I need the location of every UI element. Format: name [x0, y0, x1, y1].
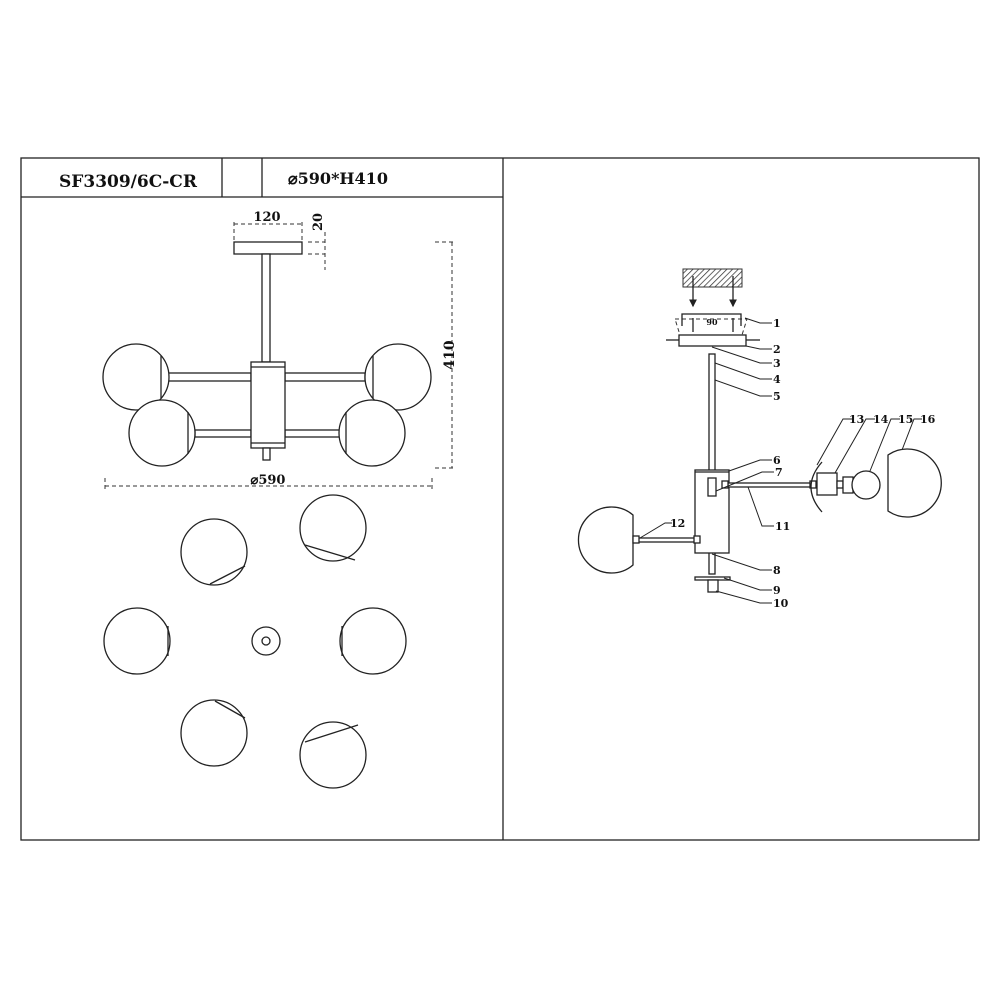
- part-label-4: 4: [773, 373, 781, 386]
- bottom-view: [103, 494, 407, 789]
- part-label-6: 6: [773, 454, 781, 467]
- part-label-3: 3: [773, 357, 781, 370]
- part-label-15: 15: [898, 413, 913, 426]
- part-label-13: 13: [849, 413, 864, 426]
- part-label-11: 11: [775, 520, 790, 533]
- dim-diameter: ⌀590: [251, 473, 286, 488]
- part-label-14: 14: [873, 413, 889, 426]
- part-label-16: 16: [920, 413, 936, 426]
- dimension-lines: [104, 222, 455, 490]
- part-label-5: 5: [773, 390, 781, 403]
- mount-spacing-label: 90: [706, 317, 718, 327]
- dim-height: 410: [442, 340, 458, 369]
- part-label-9: 9: [773, 584, 781, 597]
- part-label-2: 2: [773, 343, 781, 356]
- drawing-frame: [20, 157, 980, 841]
- part-label-10: 10: [773, 597, 789, 610]
- part-label-8: 8: [773, 564, 781, 577]
- overall-dimensions: ⌀590*H410: [288, 169, 388, 188]
- exploded-view: [577, 268, 942, 604]
- part-label-1: 1: [773, 317, 781, 330]
- dim-canopy-width: 120: [253, 210, 280, 225]
- part-label-12: 12: [670, 517, 685, 530]
- part-labels: 1 2 3 4 5 6 7 8 9 10 11 12 13 14 15 16: [670, 317, 936, 610]
- front-view: [102, 241, 432, 467]
- model-number: SF3309/6C-CR: [59, 172, 198, 192]
- dim-canopy-height: 20: [311, 213, 326, 231]
- part-label-7: 7: [775, 466, 783, 479]
